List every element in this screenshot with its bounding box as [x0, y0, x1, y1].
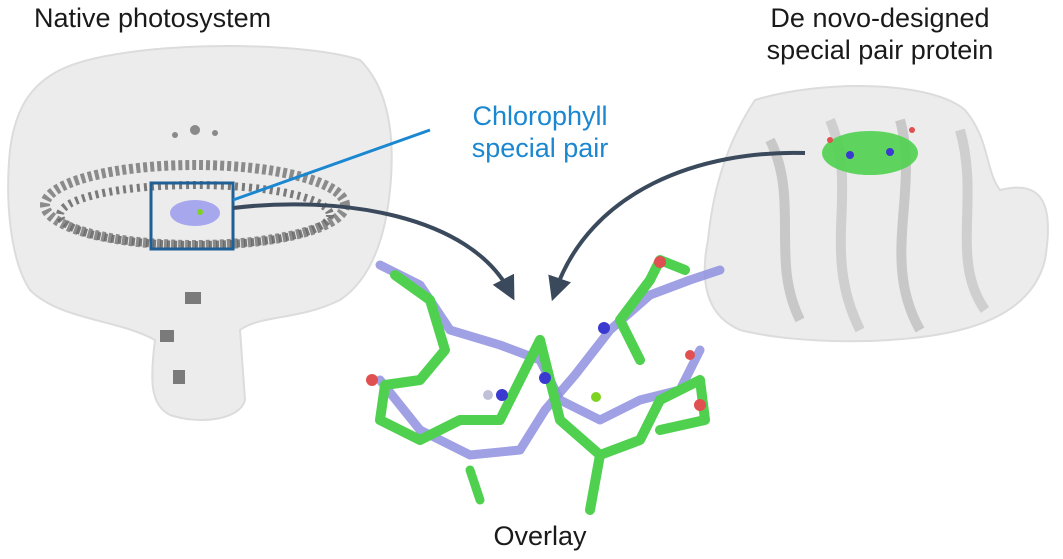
special-pair-highlight-box [149, 181, 235, 251]
overlay-molecule [366, 255, 725, 515]
chlorophyll-label-line2: special pair [471, 133, 609, 163]
designed-special-pair-molecule [822, 127, 918, 175]
chlorophyll-label-line1: Chlorophyll [472, 101, 608, 131]
designed-label-line2: special pair protein [766, 35, 994, 65]
designed-label-line1: De novo-designed [770, 3, 990, 33]
native-photosystem-label: Native photosystem [34, 3, 272, 33]
native-photosystem-surface [7, 45, 393, 421]
designed-protein-label: De novo-designed special pair protein [730, 2, 1030, 66]
arrow-native-to-overlay [232, 202, 515, 301]
native-special-pair-molecule [170, 200, 220, 226]
chlorophyll-callout-line [232, 128, 431, 202]
arrow-designed-to-overlay [548, 150, 806, 302]
chlorophyll-special-pair-label: Chlorophyll special pair [440, 100, 640, 164]
overlay-label: Overlay [493, 521, 587, 551]
designed-protein-surface [703, 85, 1049, 343]
